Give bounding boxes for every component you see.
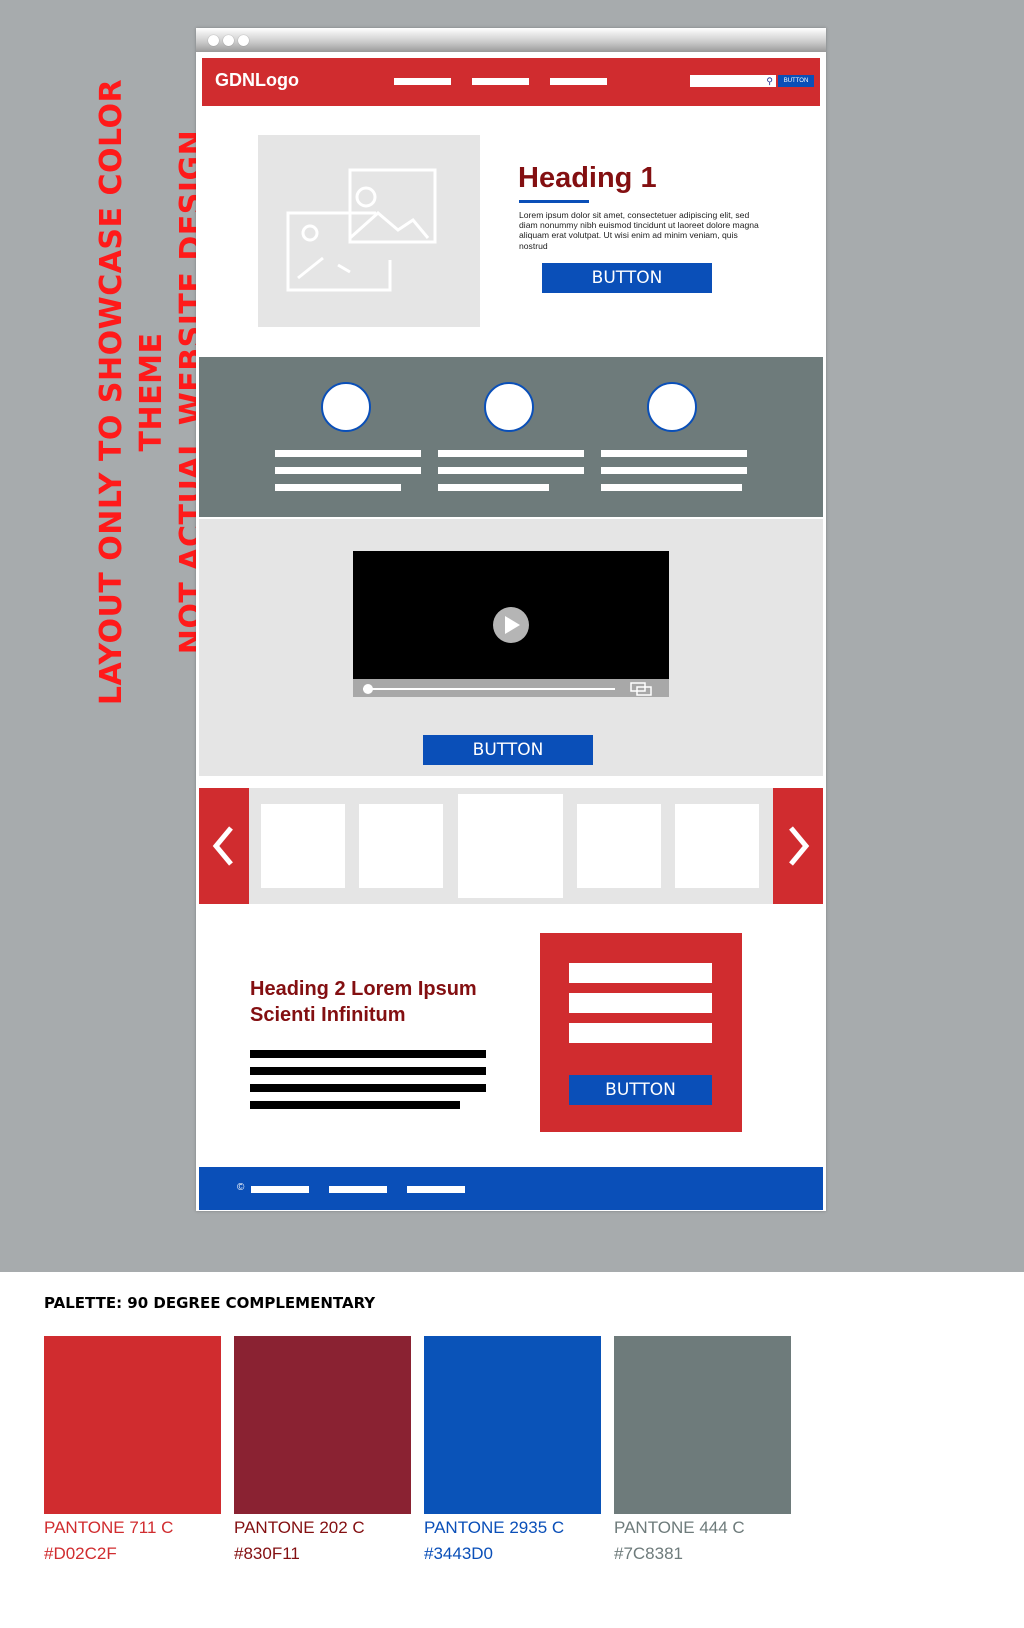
swatch-name-4: PANTONE 444 C xyxy=(614,1518,745,1537)
play-icon[interactable] xyxy=(353,551,669,679)
signup-form: BUTTON xyxy=(540,933,742,1132)
feature-text-line xyxy=(275,484,401,491)
form-field-1[interactable] xyxy=(569,963,712,983)
video-player[interactable] xyxy=(353,551,669,679)
feature-text-line xyxy=(275,467,421,474)
body-text-line xyxy=(250,1067,486,1075)
feature-icon-3 xyxy=(647,382,697,432)
search-icon[interactable]: ⚲ xyxy=(766,76,773,86)
carousel-prev-button[interactable] xyxy=(199,788,249,904)
feature-icon-2 xyxy=(484,382,534,432)
browser-title-bar xyxy=(196,28,826,52)
color-swatch-3 xyxy=(424,1336,601,1514)
carousel-item[interactable] xyxy=(675,804,759,888)
carousel-item[interactable] xyxy=(261,804,345,888)
footer-link-3[interactable] xyxy=(407,1186,465,1193)
footer-link-2[interactable] xyxy=(329,1186,387,1193)
palette-title: PALETTE: 90 DEGREE COMPLEMENTARY xyxy=(44,1294,376,1312)
feature-text-line xyxy=(275,450,421,457)
heading-underline xyxy=(519,200,589,203)
image-carousel xyxy=(199,788,823,904)
layout-disclaimer: LAYOUT ONLY TO SHOWCASE COLOR THEME NOT … xyxy=(94,36,209,748)
nav-link-1[interactable] xyxy=(394,78,451,85)
window-dot-icon xyxy=(208,35,219,46)
video-progress-bar[interactable] xyxy=(353,679,669,697)
browser-window-mockup: GDNLogo ⚲ BUTTON Heading 1 Lorem ipsum d… xyxy=(196,28,826,1211)
chevron-left-icon[interactable] xyxy=(199,788,249,904)
form-field-2[interactable] xyxy=(569,993,712,1013)
body-text-line xyxy=(250,1050,486,1058)
feature-text-line xyxy=(601,467,747,474)
hero-heading: Heading 1 xyxy=(518,162,657,194)
feature-icon-1 xyxy=(321,382,371,432)
swatch-hex-2: #830F11 xyxy=(234,1544,300,1563)
video-controls xyxy=(353,679,669,697)
carousel-item[interactable] xyxy=(577,804,661,888)
swatch-name-3: PANTONE 2935 C xyxy=(424,1518,565,1537)
swatch-hex-1: #D02C2F xyxy=(44,1544,117,1563)
form-field-3[interactable] xyxy=(569,1023,712,1043)
body-text-line xyxy=(250,1101,460,1109)
site-logo[interactable]: GDNLogo xyxy=(215,70,299,90)
window-dot-icon xyxy=(238,35,249,46)
hero-body-text: Lorem ipsum dolor sit amet, consectetuer… xyxy=(519,210,759,251)
feature-text-line xyxy=(601,450,747,457)
footer-link-1[interactable] xyxy=(251,1186,309,1193)
feature-text-line xyxy=(438,484,549,491)
feature-text-line xyxy=(438,467,584,474)
swatch-hex-3: #3443D0 xyxy=(424,1544,494,1563)
carousel-item-active[interactable] xyxy=(458,794,563,898)
image-placeholder-icon xyxy=(286,168,437,292)
feature-text-line xyxy=(601,484,742,491)
features-section xyxy=(199,357,823,517)
copyright-symbol: © xyxy=(237,1182,245,1193)
nav-link-2[interactable] xyxy=(472,78,529,85)
color-swatch-2 xyxy=(234,1336,411,1514)
color-swatch-1 xyxy=(44,1336,221,1514)
carousel-next-button[interactable] xyxy=(773,788,823,904)
section-heading-2: Heading 2 Lorem Ipsum Scienti Infinitum xyxy=(250,978,477,1026)
feature-text-line xyxy=(438,450,584,457)
swatch-hex-4: #7C8381 xyxy=(614,1544,684,1563)
video-section: BUTTON xyxy=(199,519,823,776)
nav-link-3[interactable] xyxy=(550,78,607,85)
video-button[interactable]: BUTTON xyxy=(423,735,593,765)
carousel-item[interactable] xyxy=(359,804,443,888)
swatch-name-2: PANTONE 202 C xyxy=(234,1518,365,1537)
chevron-right-icon[interactable] xyxy=(773,788,823,904)
footer: © xyxy=(199,1167,823,1210)
hero-image-placeholder xyxy=(258,135,480,327)
form-submit-button[interactable]: BUTTON xyxy=(569,1075,712,1105)
disclaimer-line-1: LAYOUT ONLY TO SHOWCASE COLOR THEME xyxy=(94,78,169,706)
search-input[interactable]: ⚲ xyxy=(690,75,776,87)
color-swatch-4 xyxy=(614,1336,791,1514)
nav-button[interactable]: BUTTON xyxy=(778,75,814,87)
window-dot-icon xyxy=(223,35,234,46)
navbar: GDNLogo ⚲ BUTTON xyxy=(202,58,820,106)
body-text-line xyxy=(250,1084,486,1092)
swatch-name-1: PANTONE 711 C xyxy=(44,1518,174,1537)
hero-button[interactable]: BUTTON xyxy=(542,263,712,293)
